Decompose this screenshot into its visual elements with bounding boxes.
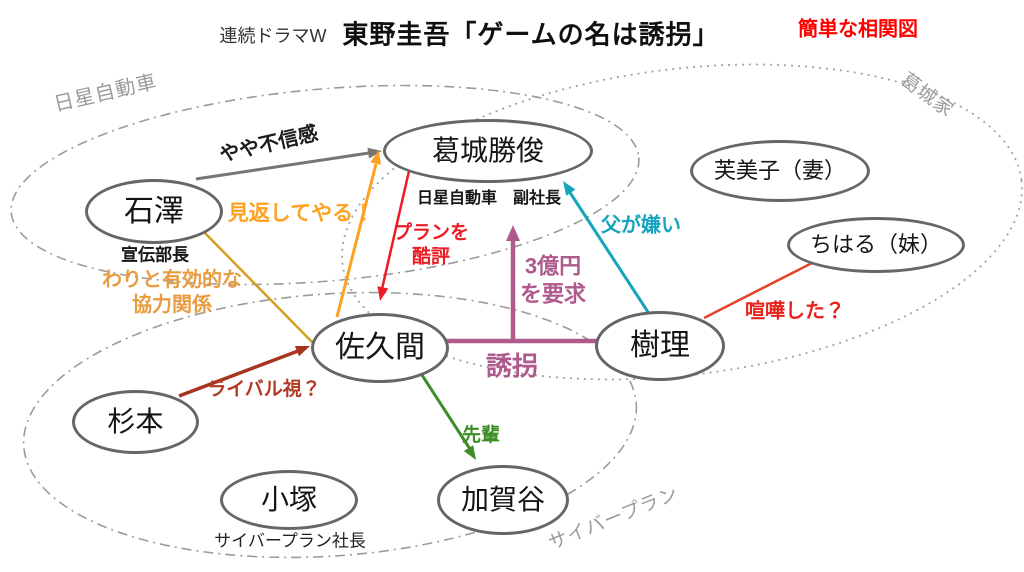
edge-line-harsh-criticism (380, 170, 411, 290)
edge-line-senpai (418, 371, 472, 450)
node-label-fumiko: 芙美子（妻） (713, 158, 846, 183)
node-label-sakuma: 佐久間 (335, 331, 425, 364)
diagram-note: 簡単な相関図 (798, 18, 918, 41)
edge-arrowhead-distrust (367, 147, 382, 159)
page-title: 東野圭吾「ゲームの名は誘拐」 (342, 19, 720, 50)
node-sakuma: 佐久間 (311, 313, 449, 383)
edge-label-hates-father: 父が嫌い (601, 214, 681, 237)
node-subtitle-kozuka: サイバープラン社長 (214, 531, 366, 551)
edge-arrowhead-get-back (370, 150, 381, 165)
edge-label-quarrel: 喧嘩した？ (745, 300, 845, 323)
group-ellipse-cyberplan (22, 291, 638, 559)
edge-label-harsh-criticism: プランを 酷評 (392, 222, 470, 267)
node-subtitle-ishizawa: 宣伝部長 (121, 245, 189, 265)
edge-line-quarrel (703, 261, 813, 320)
edge-label-senpai: 先輩 (461, 425, 501, 447)
edge-label-cooperation: わりと有効的な 協力関係 (102, 269, 242, 316)
node-label-kozuka: 小塚 (260, 484, 317, 515)
edge-arrowhead-rivalry (294, 346, 310, 357)
edge-label-kidnap: 誘拐 (485, 350, 539, 381)
node-fumiko: 芙美子（妻） (690, 140, 870, 202)
node-label-ishizawa: 石澤 (124, 194, 184, 228)
edge-arrowhead-senpai (463, 445, 476, 460)
edge-arrowhead-hates-father (563, 181, 576, 196)
node-label-chiharu: ちはる（妹） (809, 232, 942, 257)
edge-arrowhead-harsh-criticism (377, 286, 389, 301)
node-katsuragi-katsutoshi: 葛城勝俊 (383, 119, 593, 183)
node-juri: 樹理 (595, 311, 725, 381)
node-label-kagaya: 加賀谷 (460, 484, 545, 515)
node-subtitle-katsuragi-katsutoshi: 日星自動車 副社長 (416, 190, 562, 207)
node-label-sugimoto: 杉本 (107, 406, 164, 437)
node-kagaya: 加賀谷 (437, 465, 569, 535)
edge-label-ransom-demand: 3億円 を要求 (519, 253, 587, 307)
series-label: 連続ドラマW (219, 26, 327, 46)
node-sugimoto: 杉本 (72, 390, 199, 454)
node-label-katsuragi-katsutoshi: 葛城勝俊 (431, 135, 544, 166)
edge-label-get-back: 見返してやる！ (227, 201, 375, 225)
group-ellipse-nissei (10, 84, 640, 286)
node-chiharu: ちはる（妹） (787, 217, 965, 273)
edge-label-rivalry: ライバル視？ (207, 379, 321, 401)
node-kozuka: 小塚 (220, 470, 358, 530)
edge-line-get-back (335, 163, 378, 318)
edge-line-hates-father (567, 190, 650, 313)
edge-line-distrust (195, 151, 370, 181)
node-label-juri: 樹理 (630, 329, 690, 362)
group-ellipse-katsuragi-family (341, 63, 1023, 381)
edge-arrowhead-ransom-demand (506, 225, 520, 241)
node-ishizawa: 石澤 (85, 179, 223, 244)
edge-line-cooperation (200, 228, 314, 344)
edge-line-rivalry (178, 349, 299, 398)
